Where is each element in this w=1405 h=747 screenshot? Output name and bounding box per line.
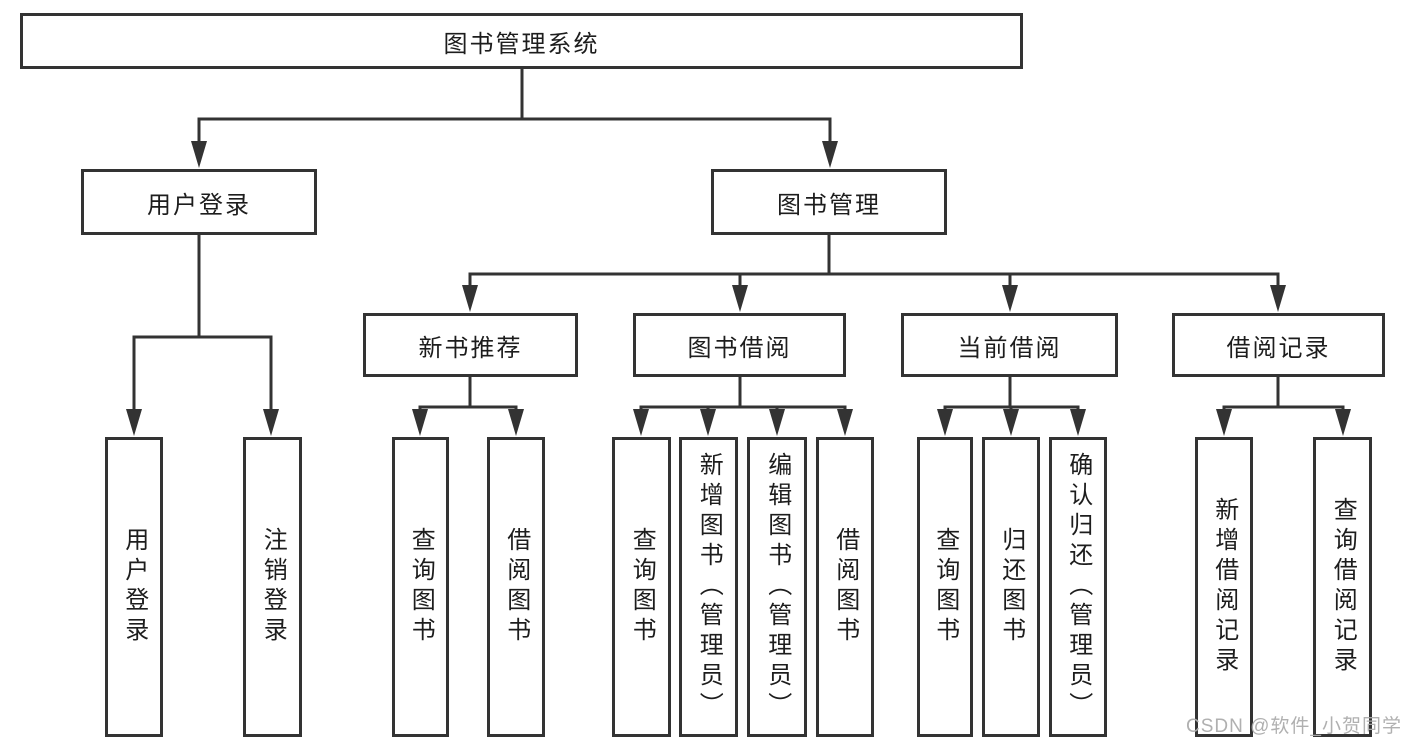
- leaf-add-borrow-record: 新增借阅记录: [1195, 437, 1253, 737]
- node-user-login-label: 用户登录: [147, 191, 251, 219]
- leaf-return-books-label: 归还图书: [997, 527, 1025, 647]
- node-borrowing-records-label: 借阅记录: [1226, 334, 1331, 362]
- csdn-watermark: CSDN @软件_小贺同学: [1186, 716, 1402, 737]
- node-book-borrowing-label: 图书借阅: [687, 334, 792, 362]
- node-new-book-recommendation-label: 新书推荐: [418, 334, 523, 362]
- leaf-query-books-current: 查询图书: [917, 437, 973, 737]
- node-borrowing-records: 借阅记录: [1172, 313, 1385, 377]
- leaf-query-books-borrowing: 查询图书: [612, 437, 671, 737]
- node-current-borrowing: 当前借阅: [901, 313, 1118, 377]
- leaf-query-books-recommend-label: 查询图书: [407, 527, 435, 647]
- leaf-user-login: 用户登录: [105, 437, 163, 737]
- node-user-login: 用户登录: [81, 169, 317, 235]
- leaf-edit-books-admin: 编辑图书（管理员）: [747, 437, 807, 737]
- node-book-management-label: 图书管理: [777, 191, 881, 219]
- leaf-confirm-return-admin: 确认归还（管理员）: [1049, 437, 1107, 737]
- leaf-return-books: 归还图书: [982, 437, 1040, 737]
- node-root: 图书管理系统: [20, 13, 1023, 69]
- leaf-query-books-borrowing-label: 查询图书: [628, 527, 656, 647]
- leaf-edit-books-admin-label: 编辑图书（管理员）: [763, 452, 791, 722]
- leaf-add-borrow-record-label: 新增借阅记录: [1210, 497, 1238, 677]
- leaf-query-borrow-record-label: 查询借阅记录: [1329, 497, 1357, 677]
- node-new-book-recommendation: 新书推荐: [363, 313, 578, 377]
- leaf-add-books-admin: 新增图书（管理员）: [679, 437, 738, 737]
- leaf-borrow-books-recommend-label: 借阅图书: [502, 527, 530, 647]
- leaf-borrow-books-borrowing-label: 借阅图书: [831, 527, 859, 647]
- leaf-confirm-return-admin-label: 确认归还（管理员）: [1064, 452, 1092, 722]
- node-root-label: 图书管理系统: [443, 30, 600, 58]
- leaf-query-books-current-label: 查询图书: [931, 527, 959, 647]
- leaf-query-borrow-record: 查询借阅记录: [1313, 437, 1372, 737]
- leaf-borrow-books-borrowing: 借阅图书: [816, 437, 874, 737]
- leaf-query-books-recommend: 查询图书: [392, 437, 449, 737]
- leaf-add-books-admin-label: 新增图书（管理员）: [695, 452, 723, 722]
- leaf-logout-login-label: 注销登录: [259, 527, 287, 647]
- node-book-borrowing: 图书借阅: [633, 313, 846, 377]
- node-book-management: 图书管理: [711, 169, 947, 235]
- node-current-borrowing-label: 当前借阅: [957, 334, 1062, 362]
- leaf-borrow-books-recommend: 借阅图书: [487, 437, 545, 737]
- leaf-user-login-label: 用户登录: [120, 527, 148, 647]
- leaf-logout-login: 注销登录: [243, 437, 302, 737]
